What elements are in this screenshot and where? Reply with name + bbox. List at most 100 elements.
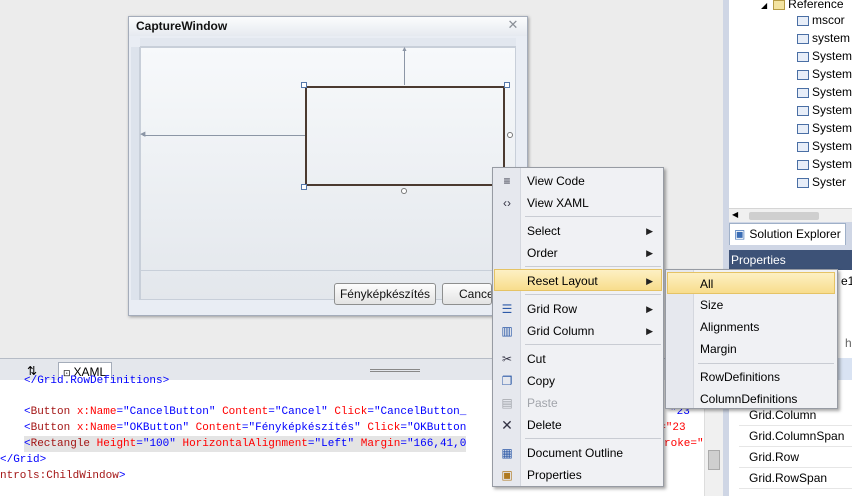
resize-handle[interactable] <box>504 82 510 88</box>
menu-separator <box>525 294 661 295</box>
tree-item[interactable]: system <box>797 31 852 49</box>
arrow-left-icon: ◀ <box>140 131 146 138</box>
menu-item-select[interactable]: Select▶ <box>495 220 661 242</box>
reference-icon <box>797 87 809 98</box>
menu-item-paste[interactable]: ▤ Paste <box>495 392 661 414</box>
code-attr: x:Name <box>76 422 117 434</box>
menu-separator <box>525 344 661 345</box>
splitter-grip[interactable] <box>370 369 420 372</box>
code-attr: Click <box>367 422 401 434</box>
code-attr: x:Name <box>76 406 117 418</box>
tree-item-label: System <box>812 85 852 99</box>
tree-item[interactable]: System <box>797 121 852 139</box>
code-text: </Grid.RowDefinitions> <box>24 375 170 387</box>
submenu-item-all[interactable]: All <box>667 272 835 294</box>
tree-item-label: System <box>812 157 852 171</box>
capture-window[interactable]: CaptureWindow ✕ ▲ ◀ Fényképkészítés Canc… <box>128 16 528 316</box>
tree-item[interactable]: System <box>797 85 852 103</box>
tree-item[interactable]: System <box>797 67 852 85</box>
margin-handle[interactable] <box>401 188 407 194</box>
code-attr: HorizontalAlignment <box>182 438 308 450</box>
horizontal-scrollbar[interactable]: ◀ <box>729 208 852 222</box>
grid-ruler-top[interactable] <box>140 38 516 47</box>
menu-icon-column <box>493 168 521 486</box>
menu-item-view-xaml[interactable]: ‹›View XAML <box>495 192 661 214</box>
tree-item-label: System <box>812 103 852 117</box>
close-icon[interactable]: ✕ <box>507 17 519 32</box>
resize-handle[interactable] <box>301 184 307 190</box>
property-row[interactable]: Grid.Column <box>739 405 852 426</box>
tree-item[interactable]: System <box>797 157 852 175</box>
window-titlebar[interactable]: CaptureWindow ✕ <box>129 17 527 36</box>
cancel-button[interactable]: Cance <box>442 283 492 305</box>
tree-item-label: Reference <box>788 0 844 11</box>
tree-item[interactable]: System <box>797 139 852 157</box>
vertical-scrollbar[interactable] <box>704 380 723 496</box>
resize-handle[interactable] <box>301 82 307 88</box>
menu-item-reset-layout[interactable]: Reset Layout▶ <box>494 269 662 291</box>
menu-item-delete[interactable]: ✕Delete <box>495 414 661 436</box>
menu-item-label: Paste <box>527 396 558 410</box>
tab-label: Solution Explorer <box>749 227 841 241</box>
margin-top-line <box>404 49 405 85</box>
code-attr: Content <box>195 422 242 434</box>
menu-item-label: Copy <box>527 374 556 388</box>
design-surface[interactable]: CaptureWindow ✕ ▲ ◀ Fényképkészítés Canc… <box>0 0 723 358</box>
photo-button[interactable]: Fényképkészítés <box>334 283 436 305</box>
code-line: <Button x:Name="CancelButton" Content="C… <box>24 406 467 418</box>
tree-item-references[interactable]: ◢ Reference <box>761 0 852 15</box>
properties-header: Properties <box>729 250 852 270</box>
code-line: <Button x:Name="OKButton" Content="Fényk… <box>24 422 467 434</box>
menu-item-properties[interactable]: ▣Properties <box>495 464 661 486</box>
tab-xaml[interactable]: ⊡XAML <box>58 362 112 381</box>
scroll-thumb[interactable] <box>749 212 819 220</box>
tree-item[interactable]: System <box>797 103 852 121</box>
menu-item-label: View Code <box>527 174 585 188</box>
code-attr: Content <box>222 406 269 418</box>
solution-tree[interactable]: ◢ Reference mscor system System System Sy… <box>729 0 852 208</box>
code-tag: ntrols: <box>0 470 47 482</box>
tree-item-label: System <box>812 49 852 63</box>
submenu-item-column-definitions[interactable]: ColumnDefinitions <box>700 392 798 406</box>
submenu-item-row-definitions[interactable]: RowDefinitions <box>700 370 781 384</box>
tree-item[interactable]: mscor <box>797 13 852 31</box>
menu-item-view-code[interactable]: ≡View Code <box>495 170 661 192</box>
tree-item[interactable]: Syster <box>797 175 852 193</box>
code-tag: ChildWindow <box>46 470 119 482</box>
menu-item-copy[interactable]: ❐Copy <box>495 370 661 392</box>
property-row[interactable]: Grid.ColumnSpan <box>739 426 852 447</box>
code-value: "OKButton" <box>123 422 190 434</box>
menu-item-grid-column[interactable]: ▥Grid Column▶ <box>495 320 661 342</box>
property-row[interactable]: Grid.RowSpan <box>739 468 852 489</box>
property-row[interactable]: Grid.Row <box>739 447 852 468</box>
code-value: "CancelButton_ <box>373 406 467 418</box>
reference-icon <box>797 177 809 188</box>
tab-solution-explorer[interactable]: ▣Solution Explorer <box>729 223 846 245</box>
menu-item-grid-row[interactable]: ☰Grid Row▶ <box>495 298 661 320</box>
reference-icon <box>797 15 809 26</box>
swap-panes-button[interactable]: ⇅ <box>26 364 38 378</box>
scroll-left-icon[interactable]: ◀ <box>732 210 739 219</box>
xaml-icon: ⊡ <box>63 368 71 378</box>
tree-item[interactable]: System <box>797 49 852 67</box>
grid-ruler-left[interactable] <box>131 47 140 300</box>
submenu-arrow-icon: ▶ <box>646 248 653 258</box>
submenu-item-margin[interactable]: Margin <box>700 342 737 356</box>
selected-rectangle[interactable] <box>305 86 505 186</box>
menu-item-document-outline[interactable]: ▦Document Outline <box>495 442 661 464</box>
submenu-item-size[interactable]: Size <box>700 298 724 312</box>
layout-grid[interactable] <box>140 47 516 300</box>
folder-icon <box>773 0 786 10</box>
menu-item-cut[interactable]: ✂Cut <box>495 348 661 370</box>
paste-icon: ▤ <box>501 396 513 410</box>
properties-search-input[interactable]: h <box>845 336 852 350</box>
menu-item-order[interactable]: Order▶ <box>495 242 661 264</box>
reference-icon <box>797 69 809 80</box>
tree-item-label: System <box>812 139 852 153</box>
margin-handle[interactable] <box>507 132 513 138</box>
reference-icon <box>797 51 809 62</box>
expand-icon[interactable]: ◢ <box>761 1 768 10</box>
scroll-thumb[interactable] <box>708 450 720 470</box>
reference-icon <box>797 105 809 116</box>
submenu-item-alignments[interactable]: Alignments <box>700 320 760 334</box>
